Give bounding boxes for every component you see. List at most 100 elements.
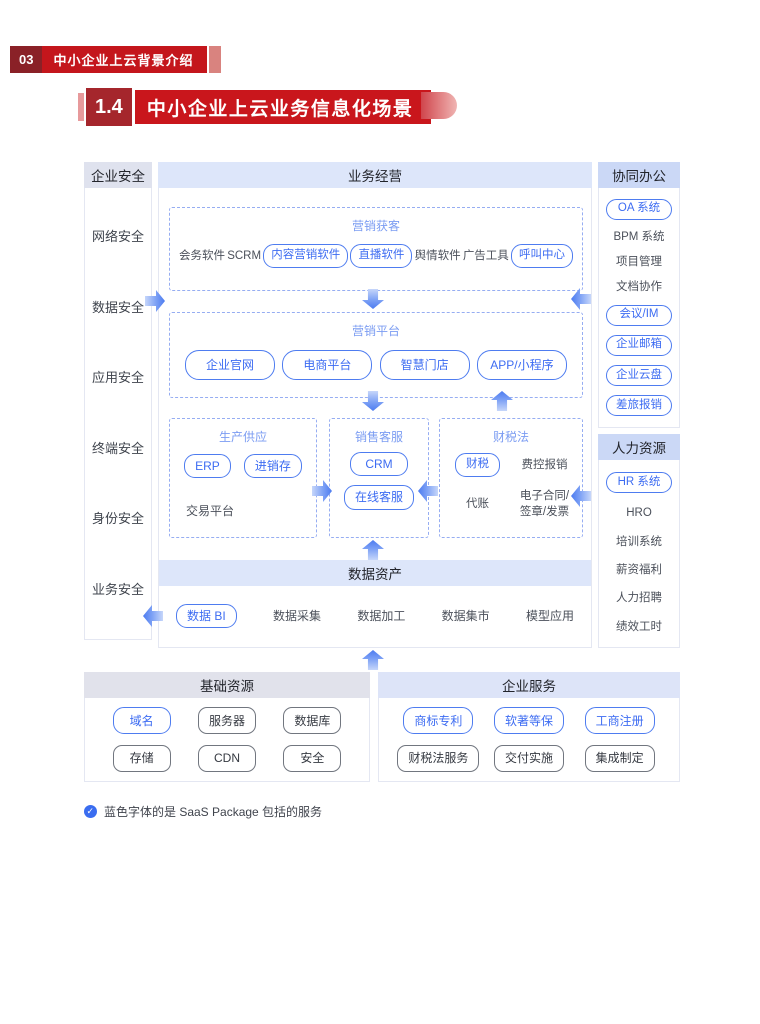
footnote-text: 蓝色字体的是 SaaS Package 包括的服务 (104, 805, 323, 819)
service-item: 集成制定 (584, 744, 655, 772)
sales-service-items: CRM 在线客服 (330, 452, 428, 510)
service-item: 会务软件 (179, 249, 225, 262)
service-item: 在线客服 (343, 485, 414, 510)
hr-column-header: 人力资源 (598, 434, 680, 460)
service-item: 财税 (455, 453, 500, 477)
service-item: 培训系统 (616, 535, 662, 548)
production-supply-items: ERP 进销存 (170, 454, 316, 479)
service-item: 财税法服务 (397, 744, 480, 772)
service-item: 项目管理 (616, 256, 662, 269)
check-circle-icon (84, 805, 97, 818)
service-item: 数据库 (283, 707, 342, 735)
service-item: 身份安全 (91, 511, 144, 527)
chapter-number: 03 (10, 46, 43, 73)
service-item: ERP (184, 454, 231, 479)
footnote: 蓝色字体的是 SaaS Package 包括的服务 (84, 803, 322, 820)
page-title: 中小企业上云业务信息化场景 (134, 90, 457, 124)
service-item: 网络安全 (91, 229, 144, 245)
service-item: HRO (626, 507, 652, 520)
service-item: 业务安全 (91, 581, 144, 597)
service-item: 绩效工时 (616, 620, 662, 633)
marketing-platform-label: 营销平台 (351, 324, 400, 338)
service-item: 电子合同/ 签章/发票 (519, 489, 570, 518)
production-supply-label: 生产供应 (218, 430, 267, 444)
finance-tax-law-items: 财税 费控报销代账 电子合同/ 签章/发票 (440, 453, 582, 520)
section-number: 1.4 (86, 88, 132, 126)
service-item: HR 系统 (606, 472, 672, 494)
service-item: CRM (350, 452, 408, 477)
service-item: CDN (197, 744, 256, 772)
marketing-acquisition-label: 营销获客 (351, 219, 400, 233)
security-column-header: 企业安全 (84, 162, 152, 188)
service-item: 工商注册 (584, 707, 655, 735)
service-item: 内容营销软件 (263, 244, 349, 268)
service-item: 智慧门店 (379, 350, 470, 380)
service-item: OA 系统 (606, 198, 672, 220)
business-column-header: 业务经营 (158, 162, 592, 188)
enterprise-services-section: 企业服务 商标专利软著等保工商注册财税法服务交付实施集成制定 (378, 672, 680, 782)
service-item: 薪资福利 (616, 564, 662, 577)
service-item: 服务器 (197, 707, 256, 735)
security-column: 企业安全 网络安全数据安全应用安全终端安全身份安全业务安全 (84, 162, 152, 640)
service-item: 数据集市 (441, 608, 490, 623)
office-column: 协同办公 OA 系统 BPM 系统项目管理文档协作会议/IM 企业邮箱企业云盘差旅报… (598, 162, 680, 428)
production-supply-extra-items: 交易平台 (186, 502, 234, 520)
service-item: 广告工具 (462, 249, 509, 262)
service-item: 商标专利 (403, 707, 474, 735)
flow-arrow-up-icon (362, 650, 384, 670)
service-item: 企业官网 (185, 350, 275, 380)
sales-service-section: 销售客服 CRM 在线客服 (329, 418, 429, 538)
service-item: APP/小程序 (476, 350, 567, 380)
office-column-header: 协同办公 (598, 162, 680, 188)
data-asset-header: 数据资产 (159, 560, 591, 586)
service-item: 差旅报销 (606, 395, 672, 417)
hr-column: 人力资源 HR 系统 HRO 培训系统薪资福利人力招聘绩效工时 (598, 434, 680, 648)
service-item: 数据 BI (176, 603, 237, 629)
chapter-title: 中小企业上云背景介绍 (42, 46, 208, 73)
service-item: 数据加工 (357, 608, 406, 623)
office-column-body: OA 系统 BPM 系统项目管理文档协作会议/IM 企业邮箱企业云盘差旅报销 (598, 188, 680, 428)
service-item: 费控报销 (521, 458, 568, 471)
finance-tax-law-section: 财税法 财税费控报销代账电子合同/ 签章/发票 (439, 418, 583, 538)
service-item: 企业邮箱 (606, 334, 672, 356)
title-accent-strip (78, 93, 84, 121)
service-item: 交付实施 (493, 744, 564, 772)
service-item: 直播软件 (350, 244, 413, 268)
security-column-body: 网络安全数据安全应用安全终端安全身份安全业务安全 (84, 188, 152, 640)
service-item: SCRM (227, 249, 262, 262)
service-item: 数据安全 (91, 299, 144, 315)
enterprise-services-header: 企业服务 (378, 672, 680, 698)
infrastructure-header: 基础资源 (84, 672, 370, 698)
service-item: 呼叫中心 (511, 244, 573, 268)
service-item: 进销存 (243, 454, 302, 479)
section-title: 1.4 中小企业上云业务信息化场景 (78, 88, 457, 126)
service-item: 交易平台 (186, 504, 235, 518)
service-item: 数据采集 (273, 608, 322, 623)
service-item: 终端安全 (91, 440, 144, 456)
service-item: 文档协作 (616, 281, 662, 294)
service-item: BPM 系统 (613, 230, 665, 243)
chapter-bar-decoration (209, 46, 222, 73)
service-item: 人力招聘 (616, 592, 662, 605)
service-item: 安全 (283, 744, 342, 772)
service-item: 代账 (466, 497, 489, 510)
service-item: 舆情软件 (414, 249, 461, 262)
enterprise-services-items: 商标专利软著等保工商注册财税法服务交付实施集成制定 (378, 698, 680, 782)
production-supply-section: 生产供应 ERP 进销存 交易平台 (169, 418, 317, 538)
service-item: 会议/IM (606, 304, 672, 326)
service-item: 软著等保 (493, 707, 564, 735)
service-item: 企业云盘 (606, 365, 672, 387)
sales-service-label: 销售客服 (354, 430, 403, 444)
service-item: 存储 (112, 744, 171, 772)
service-item: 模型应用 (525, 608, 574, 623)
service-item: 电商平台 (282, 350, 373, 380)
